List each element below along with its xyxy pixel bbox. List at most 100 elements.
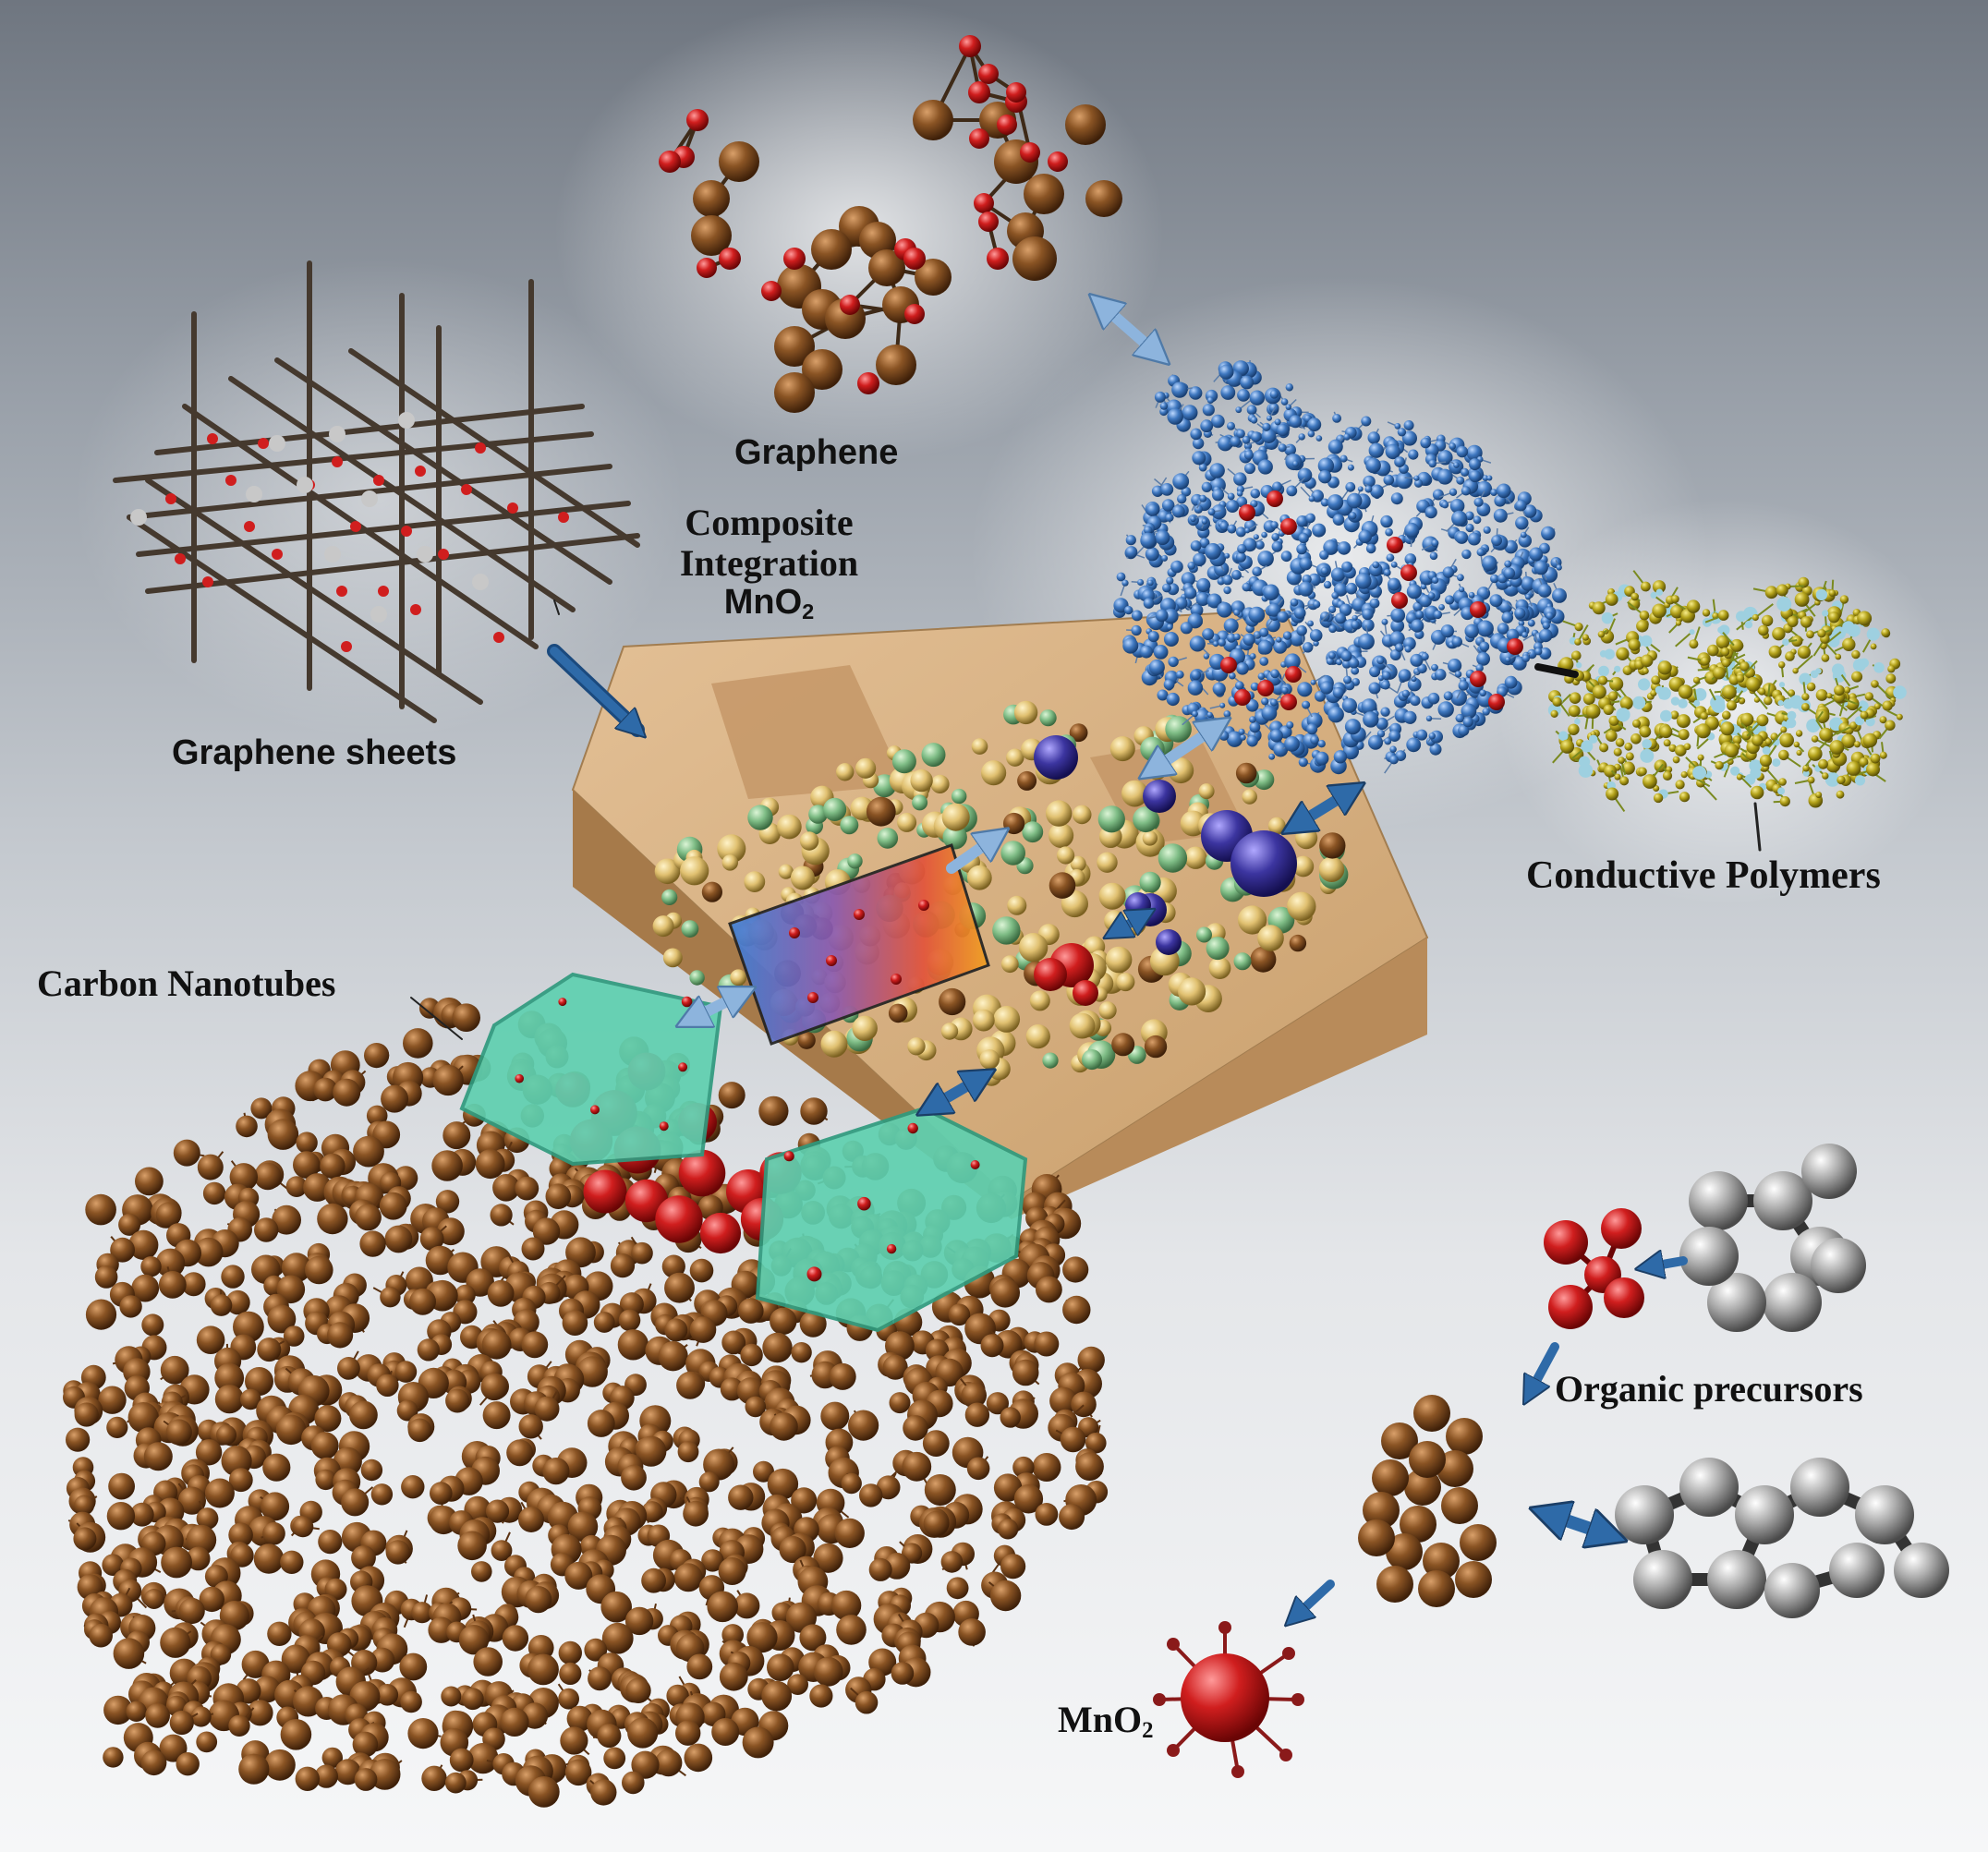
polymer-atom — [1189, 635, 1206, 652]
polymer-atom — [1280, 398, 1289, 406]
polymer-atom — [1821, 654, 1830, 662]
polymer-atom — [1235, 406, 1242, 414]
nanotube-sphere — [711, 1718, 740, 1746]
polymer-atom — [1630, 733, 1642, 744]
polymer-atom — [1367, 431, 1380, 444]
nanotube-sphere — [1032, 1453, 1061, 1482]
polymer-atom — [1358, 633, 1375, 650]
polymer-atom — [1224, 552, 1230, 559]
polymer-atom — [1226, 500, 1240, 513]
polymer-atom — [1521, 632, 1528, 638]
polymer-atom — [1632, 719, 1641, 728]
composite-particle — [1287, 891, 1316, 921]
polymer-atom — [1184, 587, 1197, 599]
nanotube-sphere — [742, 1726, 774, 1759]
polymer-atom — [1599, 743, 1609, 753]
polymer-atom — [1897, 713, 1903, 720]
polymer-atom — [1515, 500, 1527, 512]
nanotube-sphere — [405, 1266, 433, 1295]
composite-particle — [1319, 832, 1346, 859]
composite-particle — [877, 828, 899, 849]
polymer-atom — [1574, 623, 1583, 632]
nanotube-sphere — [177, 1486, 206, 1515]
polymer-atom — [1568, 723, 1580, 735]
composite-particle — [847, 853, 863, 869]
composite-particle — [1046, 800, 1073, 827]
nanotube-sphere — [564, 1759, 592, 1786]
composite-metal-sphere — [1156, 929, 1182, 955]
polymer-atom — [1249, 390, 1266, 406]
polymer-atom — [1317, 740, 1326, 748]
polymer-atom — [1829, 740, 1845, 755]
composite-particle — [1109, 736, 1135, 762]
polymer-atom — [1672, 756, 1680, 764]
polymer-atom — [1650, 591, 1657, 599]
polymer-atom — [1810, 670, 1819, 679]
nanotube-sphere — [791, 1487, 818, 1514]
composite-particle — [972, 1009, 995, 1032]
composite-oxide-sphere — [1073, 980, 1098, 1006]
nanotube-sphere — [487, 1279, 515, 1307]
polymer-atom — [1643, 774, 1657, 789]
polymer-atom — [1394, 456, 1405, 467]
polymer-atom — [1689, 639, 1699, 649]
polymer-atom — [1675, 620, 1682, 626]
carbon-atom — [1413, 1395, 1450, 1432]
composite-particle — [662, 948, 683, 968]
oxygen-atom — [904, 304, 925, 324]
polymer-atom — [1695, 723, 1711, 739]
polymer-atom — [1368, 682, 1381, 695]
polymer-atom — [1616, 647, 1630, 661]
polymer-atom — [1361, 416, 1372, 427]
polymer-atom — [1630, 592, 1639, 601]
polymer-atom — [1271, 533, 1279, 541]
composite-particle — [721, 854, 738, 871]
composite-particle — [744, 871, 766, 892]
polymer-atom — [1167, 408, 1183, 425]
nanotube-sphere — [155, 1202, 182, 1228]
label-mno2: MnO2 — [1058, 1699, 1154, 1744]
polymer-atom — [1569, 692, 1582, 704]
polymer-atom — [1462, 717, 1473, 728]
polymer-atom — [1795, 730, 1803, 737]
polymer-atom — [1388, 730, 1400, 742]
nanotube-sphere — [733, 1592, 760, 1619]
nanotube-sphere — [559, 1662, 582, 1685]
nanotube-sphere — [113, 1638, 145, 1669]
nanotube-sphere — [296, 1132, 318, 1154]
nanotube-sphere — [376, 1374, 399, 1398]
nanotube-sphere — [250, 1097, 273, 1120]
polymer-atom — [1227, 421, 1235, 430]
polymer-atom — [1404, 645, 1412, 653]
nanotube-sphere — [461, 1688, 484, 1711]
polymer-atom — [1237, 389, 1250, 402]
polymer-atom — [1207, 508, 1216, 516]
polymer-atom — [1476, 480, 1493, 498]
polymer-atom — [1653, 793, 1664, 804]
nanotube-sphere — [435, 1190, 460, 1214]
oxide-dot — [886, 1243, 897, 1254]
composite-particle — [1254, 769, 1275, 791]
composite-particle — [730, 969, 747, 987]
polymer-atom — [1413, 475, 1420, 481]
oxide-dot — [970, 1160, 980, 1169]
polymer-atom — [1196, 577, 1211, 593]
nanotube-sphere — [407, 1418, 432, 1443]
polymer-dopant — [1239, 504, 1255, 521]
polymer-atom — [1257, 639, 1273, 655]
polymer-atom — [1727, 700, 1737, 711]
polymer-atom — [1521, 654, 1530, 662]
nanotube-sphere — [664, 1318, 688, 1342]
polymer-atom — [1363, 711, 1379, 728]
nanotube-sphere — [1034, 1331, 1060, 1357]
polymer-atom — [1122, 637, 1139, 654]
polymer-atom — [1389, 631, 1405, 647]
oxygen-atom — [969, 128, 989, 149]
polymer-atom — [1425, 715, 1433, 721]
nanotube-sphere — [527, 1776, 560, 1808]
nanotube-sphere — [631, 1241, 653, 1265]
polymer-atom — [1249, 721, 1261, 733]
polymer-atom — [1388, 577, 1400, 591]
nanotube-sphere — [334, 1759, 361, 1785]
oxide-dot — [558, 998, 567, 1007]
